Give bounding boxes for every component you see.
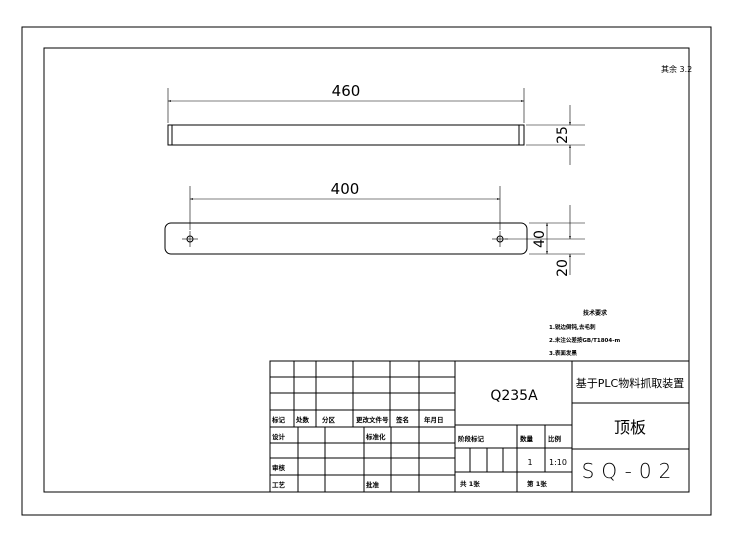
- material: Q235A: [490, 388, 538, 404]
- dim-40: 40: [532, 230, 548, 248]
- quantity: 1: [527, 458, 532, 467]
- tech-title: 技术要求: [583, 309, 608, 317]
- sheet-number: 第 1张: [527, 479, 547, 488]
- tech-item: 1.锐边倒钝,去毛刺: [549, 323, 596, 331]
- title-block: 标记 处数 分区 更改文件号 签名 年月日 设计 标准化 审核 工艺 批准 阶段…: [269, 360, 690, 493]
- roughness-text: 其余 3.2: [661, 64, 692, 74]
- project-title: 基于PLC物料抓取装置: [576, 376, 684, 390]
- dim-460: 460: [332, 82, 361, 100]
- header-change-doc: 更改文件号: [356, 415, 389, 424]
- scale: 1:10: [549, 458, 567, 467]
- dim-400: 400: [331, 180, 360, 198]
- header-count: 处数: [295, 415, 310, 424]
- label-approve: 批准: [366, 480, 380, 489]
- outer-border: [21, 26, 712, 516]
- header-date: 年月日: [424, 415, 444, 424]
- total-sheets: 共 1张: [460, 479, 480, 488]
- label-design: 设计: [272, 432, 286, 441]
- label-stage: 阶段标记: [458, 434, 485, 443]
- label-quantity: 数量: [520, 434, 534, 443]
- label-scale: 比例: [548, 434, 562, 443]
- dim-20: 20: [555, 259, 571, 277]
- dim-25: 25: [555, 126, 571, 144]
- tech-item: 2.未注公差按GB/T1804-m: [549, 336, 620, 344]
- roughness-symbol: 其余 3.2: [661, 64, 692, 74]
- label-standardization: 标准化: [365, 432, 386, 441]
- part-top-view: 460 25: [167, 82, 585, 165]
- tech-item: 3.表面发黑: [549, 349, 577, 357]
- drawing-number: SQ-02: [582, 459, 679, 483]
- label-review: 审核: [272, 463, 286, 472]
- part-front-view: 400 40 20: [164, 180, 585, 277]
- inner-frame: [43, 47, 690, 493]
- part-name: 顶板: [614, 418, 646, 437]
- label-process: 工艺: [272, 480, 286, 489]
- header-sign: 签名: [395, 415, 409, 424]
- tech-requirements: 技术要求 1.锐边倒钝,去毛刺 2.未注公差按GB/T1804-m 3.表面发黑: [549, 309, 620, 357]
- header-zone: 分区: [322, 415, 336, 424]
- header-mark: 标记: [271, 415, 286, 424]
